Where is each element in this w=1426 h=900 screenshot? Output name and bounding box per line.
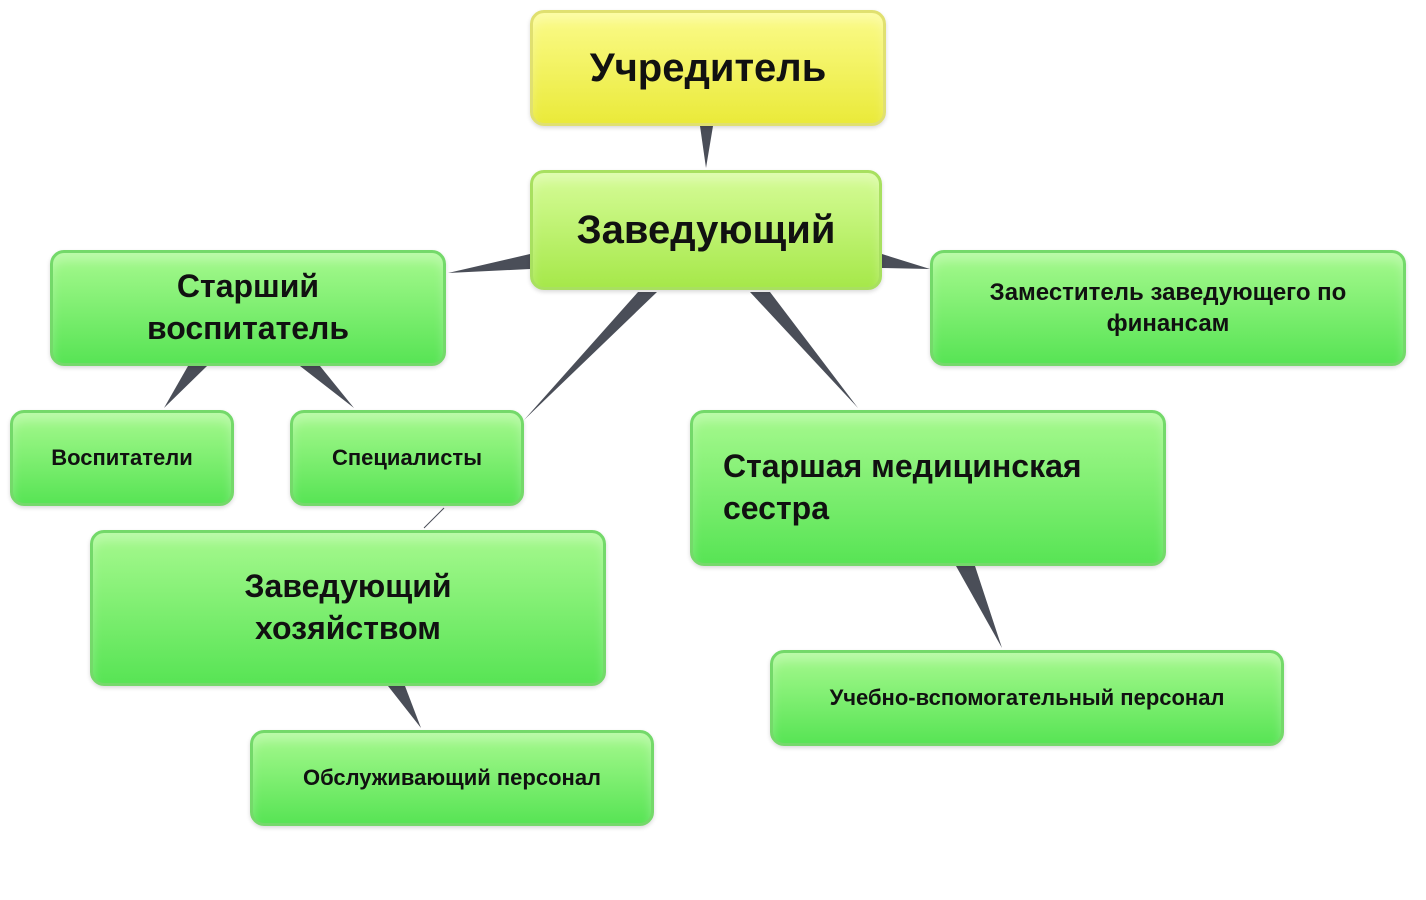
connector-senior-educator-specialists <box>300 366 354 408</box>
node-label: Заведующий <box>576 208 836 252</box>
connector-senior-educator-educators <box>164 366 207 408</box>
connector-head-nurse <box>750 292 858 408</box>
node-label: Заведующий хозяйством <box>244 568 452 646</box>
node-label: Старшая медицинская сестра <box>723 448 1082 526</box>
node-specialists: Специалисты <box>290 410 524 506</box>
node-label: Заместитель заведующего по финансам <box>989 278 1347 337</box>
node-label: Специалисты <box>332 444 482 470</box>
connector-nurse-support <box>956 566 1002 648</box>
connector-head-senior-educator <box>448 254 530 273</box>
node-service-staff: Обслуживающий персонал <box>250 730 654 826</box>
connector-household-service <box>388 686 421 728</box>
node-educators: Воспитатели <box>10 410 234 506</box>
node-deputy-finance: Заместитель заведующего по финансам <box>930 250 1406 366</box>
node-support-staff: Учебно-вспомогательный персонал <box>770 650 1284 746</box>
node-label: Учредитель <box>589 46 827 90</box>
node-head: Заведующий <box>530 170 882 290</box>
connector-head-specialists <box>524 292 657 420</box>
node-founder: Учредитель <box>530 10 886 126</box>
node-label: Старший воспитатель <box>146 268 350 346</box>
connector-specialists-household <box>423 507 445 529</box>
node-label: Воспитатели <box>51 444 193 470</box>
node-senior-nurse: Старшая медицинская сестра <box>690 410 1166 566</box>
connector-head-deputy <box>882 254 930 269</box>
node-household-head: Заведующий хозяйством <box>90 530 606 686</box>
node-label: Учебно-вспомогательный персонал <box>829 684 1225 710</box>
connector-founder-head <box>700 126 713 168</box>
node-label: Обслуживающий персонал <box>302 764 602 790</box>
node-senior-educator: Старший воспитатель <box>50 250 446 366</box>
